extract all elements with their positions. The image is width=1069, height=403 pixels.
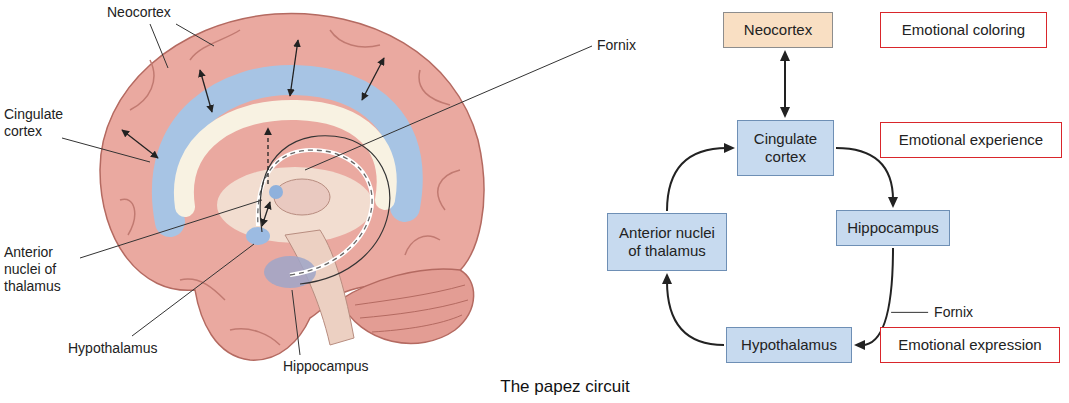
structure-box: Anterior nuclei of thalamus: [607, 213, 727, 271]
part-label: Anterior nuclei of thalamus: [4, 244, 82, 294]
leader-line: [80, 200, 262, 258]
node-text: Anterior nuclei of thalamus: [614, 224, 720, 260]
cerebellum: [340, 269, 474, 343]
leader-line: [62, 138, 150, 162]
arrowhead: [662, 273, 672, 284]
figure-caption: The papez circuit: [415, 377, 715, 397]
part-label: Hippocampus: [283, 358, 393, 375]
thalamus: [274, 179, 330, 215]
double-arrow: [290, 40, 298, 96]
function-box: Emotional coloring: [880, 12, 1047, 48]
fornix-tract-dashes: [258, 150, 372, 275]
arrowhead: [780, 107, 790, 118]
circuit-arrow: [667, 143, 735, 211]
circuit-arrow: [780, 50, 790, 118]
fornix-tract: [258, 150, 372, 275]
connector-line: [667, 148, 727, 211]
circuit-arrow: [662, 273, 724, 345]
part-label: Cingulate cortex: [4, 106, 84, 140]
node-text: Cingulate cortex: [744, 130, 827, 166]
arrowhead: [888, 197, 898, 208]
anterior-nucleus: [269, 185, 283, 199]
leader-line: [132, 244, 254, 336]
structure-box: Hippocampus: [836, 210, 950, 246]
leader-line: [891, 312, 928, 313]
deep-brain: [217, 167, 373, 243]
leader-line: [292, 290, 300, 355]
part-label: Fornix: [597, 37, 657, 54]
cortex-outline: [100, 13, 484, 360]
dashed-arrow: [267, 128, 268, 184]
cortex-box: Neocortex: [723, 12, 833, 48]
node-text: Emotional coloring: [902, 21, 1025, 39]
node-text: Emotional expression: [898, 336, 1041, 354]
double-arrow: [200, 70, 212, 112]
node-text: Hypothalamus: [741, 336, 837, 354]
hypothalamus-region: [246, 227, 270, 245]
cerebellum-folia: [355, 285, 468, 332]
node-text: Emotional experience: [899, 131, 1043, 149]
gyri: [120, 30, 460, 345]
edge-label: Fornix: [932, 304, 975, 321]
structure-box: Hypothalamus: [726, 327, 852, 363]
connector-line: [667, 281, 724, 345]
arrowhead: [780, 50, 790, 61]
connector-line: [784, 58, 786, 110]
double-arrow: [122, 130, 158, 158]
node-text: Neocortex: [744, 21, 812, 39]
circuit-loop: [260, 136, 390, 284]
part-label: Hypothalamus: [68, 340, 178, 357]
structure-box: Cingulate cortex: [737, 120, 834, 176]
part-label: Neocortex: [107, 4, 197, 21]
function-box: Emotional expression: [880, 327, 1060, 363]
double-arrow: [262, 202, 270, 226]
leader-line: [150, 24, 214, 68]
function-box: Emotional experience: [880, 122, 1062, 158]
arrowhead: [854, 340, 865, 350]
arrowhead: [724, 143, 735, 153]
double-arrow: [362, 58, 384, 100]
leader-line: [305, 46, 592, 170]
node-text: Hippocampus: [847, 219, 939, 237]
